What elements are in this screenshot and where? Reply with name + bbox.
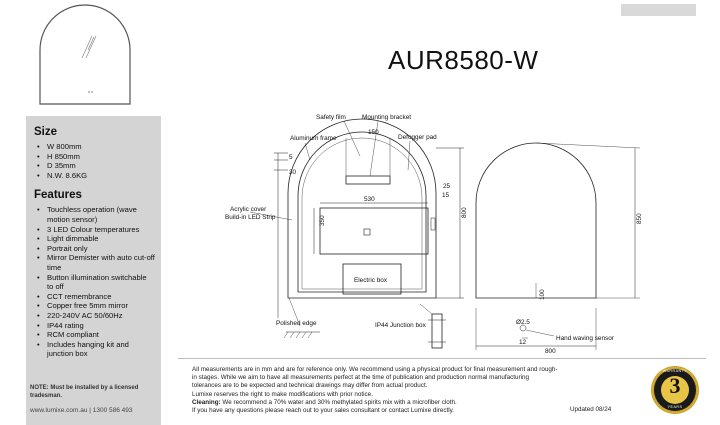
technical-drawing: Safety film Mounting bracket Aluminum fr… [225,114,643,355]
size-item: N.W. 8.6KG [26,171,161,181]
feature-item: CCT remembrance [26,292,161,302]
cleaning-text: We recommend a 70% water and 30% methyla… [220,398,457,406]
label-hand-sensor: Hand waving sensor [556,335,615,342]
disclaimer-line: Lumixe reserves the right to make modifi… [192,390,373,398]
warranty-label: WARRANTY [662,369,688,373]
feature-item: Button illumination switchable to off [26,273,161,292]
label-acrylic-cover: Acrylic cover [230,206,267,213]
label-defogger-pad: Defogger pad [398,134,437,141]
dim-100: 100 [539,289,546,300]
dim-25: 25 [443,183,451,190]
mounting-bracket-rect [345,175,391,185]
updated-date: Updated 08/24 [570,406,612,413]
header-bar [621,4,696,16]
dim-5: 5 [289,154,293,161]
footer-divider [178,358,706,359]
led-strip-line [301,137,423,290]
dim-800-side: 800 [461,207,468,218]
size-item: W 800mm [26,142,161,152]
dim-350: 350 [319,215,326,226]
disclaimer-line: All measurements are in mm and are for r… [192,366,558,373]
side-view-outline [475,142,597,299]
cleaning-line: Cleaning: We recommend a 70% water and 3… [192,399,642,407]
dim-30: 30 [289,169,297,176]
spec-sidebar: Size W 800mm H 850mm D 35mm N.W. 8.6KG F… [26,116,161,425]
feature-item: Includes hanging kit and junction box [26,340,161,359]
feature-item: Copper free 5mm mirror [26,301,161,311]
dim-diameter: Ø2.5 [516,319,530,326]
size-item: H 850mm [26,152,161,162]
dim-800-bottom: 800 [545,348,556,355]
features-heading: Features [34,189,82,202]
dim-530: 530 [364,196,375,203]
defogger-pad-rect [319,207,429,255]
feature-item: IP44 rating [26,321,161,331]
front-view-outline [287,118,437,299]
label-junction-box: IP44 Junction box [375,322,427,329]
warranty-badge-icon [651,366,699,414]
disclaimer-text: All measurements are in mm and are for r… [192,366,642,415]
feature-item: Portrait only [26,244,161,254]
dim-12: 12 [519,339,527,346]
disclaimer-line: tolerances are to be expected and techni… [192,382,428,390]
warranty-unit: YEARS [667,405,683,409]
electric-box-rect [342,263,402,295]
label-aluminum-frame: Aluminum frame [290,135,337,142]
feature-item: 220-240V AC 50/60Hz [26,311,161,321]
size-heading: Size [34,126,58,138]
feature-item: Mirror Demister with auto cut-off time [26,253,161,272]
disclaimer-line: If you have any questions please reach o… [192,407,455,415]
label-led-strip: Build-in LED Strip [225,214,276,221]
size-list: W 800mm H 850mm D 35mm N.W. 8.6KG [26,142,161,180]
feature-item: RCM compliant [26,330,161,340]
dim-15: 15 [442,192,450,199]
dim-850: 850 [636,213,643,224]
label-safety-film: Safety film [316,114,346,121]
feature-item: Touchless operation (wave motion sensor) [26,205,161,224]
cleaning-label: Cleaning: [192,398,221,406]
feature-item: Light dimmable [26,234,161,244]
feature-item: 3 LED Colour temperatures [26,225,161,235]
model-number: AUR8580-W [388,45,539,75]
label-polished-edge: Polished edge [276,320,317,327]
mirror-thumbnail-icon [39,4,131,105]
installation-note: NOTE: Must be installed by a licensed tr… [30,385,139,399]
front-view-inner [297,131,427,293]
contact-info: www.lumixe.com.au | 1300 586 493 [30,407,133,414]
disclaimer-line: in stages. While we aim to have all meas… [192,374,530,382]
size-item: D 35mm [26,161,161,171]
dim-150: 150 [368,129,379,136]
features-list: Touchless operation (wave motion sensor)… [26,205,161,359]
label-electric-box: Electric box [354,277,388,284]
label-mounting-bracket: Mounting bracket [362,114,411,121]
junction-box-rect [431,313,443,349]
warranty-years: 3 [669,373,681,398]
